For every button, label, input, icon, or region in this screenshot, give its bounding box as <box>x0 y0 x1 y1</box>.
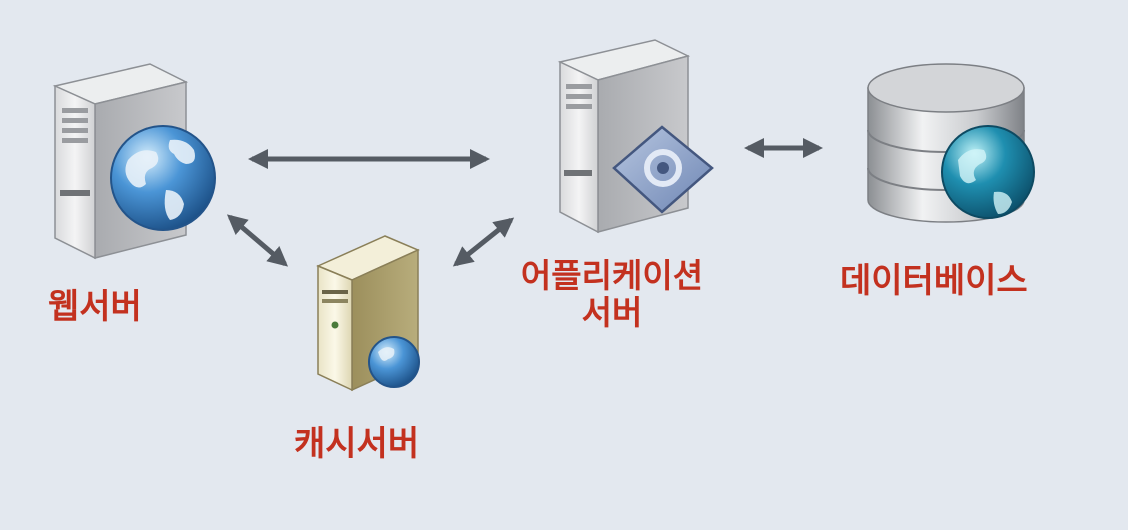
database-icon <box>867 63 1035 223</box>
gear-diamond-icon <box>612 125 714 214</box>
cache-server-label: 캐시서버 <box>294 424 420 464</box>
web-server-icon <box>52 63 216 260</box>
globe-icon <box>368 336 420 388</box>
globe-icon <box>110 125 216 231</box>
app-server-label: 어플리케이션 서버 <box>503 256 721 332</box>
database-label: 데이터베이스 <box>840 261 1028 301</box>
arrow-web-cache <box>226 214 289 267</box>
web-server-label: 웹서버 <box>48 287 142 327</box>
app-server-label-line2: 서버 <box>581 292 643 332</box>
arrow-cache-app <box>452 217 515 267</box>
globe-icon <box>941 125 1035 219</box>
cache-server-icon <box>316 235 420 392</box>
app-server-label-line1: 어플리케이션 <box>520 256 704 295</box>
app-server-icon <box>557 39 714 234</box>
